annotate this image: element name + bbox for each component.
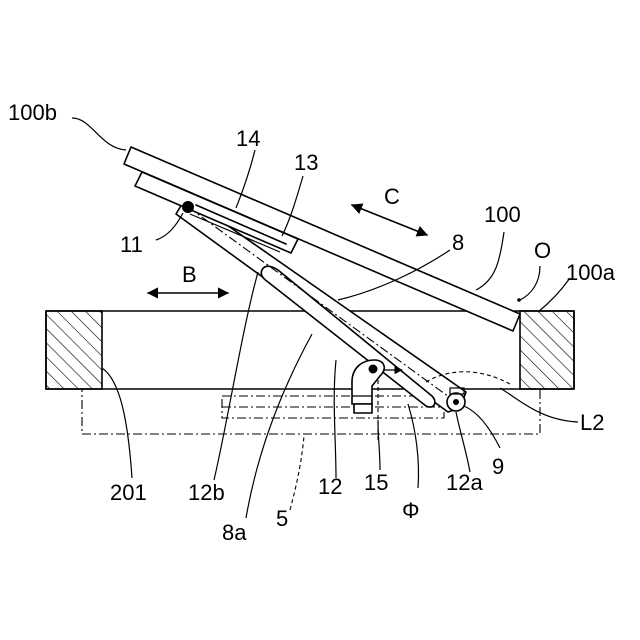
- label-13: 13: [294, 150, 318, 175]
- label-8a: 8a: [222, 520, 247, 545]
- label-12b: 12b: [188, 480, 225, 505]
- leader-201: [102, 368, 132, 478]
- leader-12b: [214, 272, 258, 480]
- frame-left-hatched: [46, 311, 102, 389]
- leader-12: [334, 360, 336, 478]
- label-100a: 100a: [566, 260, 616, 285]
- label-c: C: [384, 184, 400, 209]
- leader-15: [378, 420, 380, 470]
- label-14: 14: [236, 126, 260, 151]
- leader-phi: [408, 404, 419, 488]
- leader-9: [464, 406, 500, 448]
- frame-right-hatched: [520, 311, 574, 389]
- roller-pin: [369, 365, 378, 374]
- leader-100b: [72, 118, 126, 150]
- label-201: 201: [110, 480, 147, 505]
- label-12: 12: [318, 474, 342, 499]
- label-11: 11: [120, 232, 143, 257]
- leader-l2: [500, 388, 578, 422]
- leader-5: [290, 436, 304, 510]
- label-100b: 100b: [8, 100, 57, 125]
- label-l2: L2: [580, 410, 604, 435]
- label-8: 8: [452, 230, 464, 255]
- label-15: 15: [364, 470, 388, 495]
- point-o: [517, 298, 521, 302]
- roller-block-15-foot: [354, 404, 372, 413]
- leader-100: [476, 232, 504, 290]
- label-12a: 12a: [446, 470, 483, 495]
- leader-12a: [456, 412, 470, 472]
- label-b: B: [182, 262, 197, 287]
- leader-o: [520, 266, 540, 300]
- label-9: 9: [492, 454, 504, 479]
- label-o: O: [534, 238, 551, 263]
- label-5: 5: [276, 506, 288, 531]
- label-phi: Φ: [402, 498, 420, 523]
- slot-12: [261, 266, 435, 407]
- pivot-9-center: [453, 399, 459, 405]
- leader-8a: [246, 334, 312, 518]
- arrow-c: [352, 205, 427, 235]
- roller-block-15: [352, 360, 384, 404]
- label-100: 100: [484, 202, 521, 227]
